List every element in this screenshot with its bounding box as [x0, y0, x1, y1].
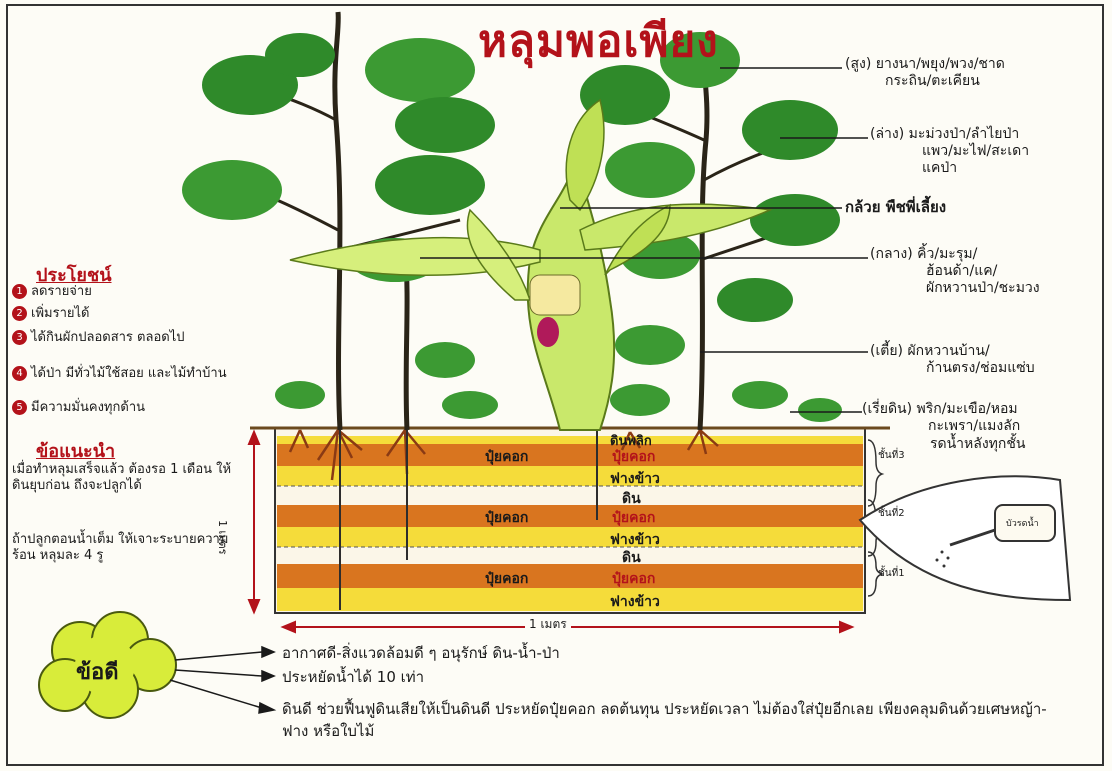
- note-item-2: ถ้าปลูกตอนน้ำเต็ม ให้เจาะระบายความร้อน ห…: [12, 532, 242, 564]
- depth-arrow: [249, 432, 259, 612]
- advantages-heading: ข้อดี: [76, 654, 119, 689]
- benefit-text: ได้ป่า มีทั่วไม้ใช้สอย และไม้ทำบ้าน: [31, 366, 227, 381]
- benefit-text: ได้กินผักปลอดสาร ตลอดไป: [31, 330, 185, 345]
- number-badge: 2: [12, 306, 27, 321]
- layer-straw-1: [277, 588, 863, 611]
- layer-label-manure: ปุ๋ยคอก: [485, 568, 528, 590]
- label-line: แคป่า: [870, 160, 1029, 177]
- layer-label-manure: ปุ๋ยคอก: [485, 507, 528, 529]
- label-line: ผักหวานป่า/ชะมวง: [870, 280, 1040, 297]
- layer-straw-2: [277, 527, 863, 547]
- layer-manure-3: [277, 444, 863, 466]
- layer-manure-1: [277, 564, 863, 588]
- label-ground-plants: (เรี่ยดิน) พริก/มะเขือ/หอม กะเพรา/แมงลัก: [862, 401, 1020, 435]
- layer-tag-1: ชั้นที่1: [878, 566, 905, 581]
- label-line: (เรี่ยดิน) พริก/มะเขือ/หอม: [862, 401, 1020, 418]
- layer-straw-3: [277, 466, 863, 486]
- layer-label-straw: ฟางข้าว: [610, 591, 660, 613]
- depth-label: 1 เมตร: [214, 520, 232, 555]
- notes-heading: ข้อแนะนำ: [36, 436, 115, 465]
- benefit-item: 1 ลดรายจ่าย: [12, 284, 217, 299]
- benefit-text: มีความมั่นคงทุกด้าน: [31, 400, 145, 415]
- number-badge: 1: [12, 284, 27, 299]
- water-note: รดน้ำหลังทุกชั้น: [930, 436, 1025, 453]
- note-item-1: เมื่อทำหลุมเสร็จแล้ว ต้องรอ 1 เดือน ให้ด…: [12, 462, 242, 494]
- page-title: หลุมพอเพียง: [478, 6, 719, 76]
- watering-can-label: บัวรดน้ำ: [1006, 516, 1039, 530]
- layer-manure-2: [277, 505, 863, 527]
- label-middle-plants: (กลาง) คิ้ว/มะรุม/ ฮ้อนด้า/แค/ ผักหวานป่…: [870, 246, 1040, 297]
- benefit-item: 3 ได้กินผักปลอดสาร ตลอดไป: [12, 330, 212, 345]
- number-badge: 3: [12, 330, 27, 345]
- benefit-item: 4 ได้ป่า มีทั่วไม้ใช้สอย และไม้ทำบ้าน: [12, 366, 227, 381]
- label-line: ฮ้อนด้า/แค/: [870, 263, 1040, 280]
- width-label: 1 เมตร: [525, 615, 571, 634]
- label-line: กระถิน/ตะเคียน: [845, 73, 1005, 90]
- label-line: (สูง) ยางนา/พยุง/พวง/ชาด: [845, 56, 1005, 73]
- advantage-item-3: ดินดี ช่วยฟื้นฟูดินเสียให้เป็นดินดี ประห…: [282, 698, 1062, 742]
- pit: [275, 428, 865, 613]
- layer-label-straw: ฟางข้าว: [610, 468, 660, 490]
- label-short-plants: (เตี้ย) ผักหวานบ้าน/ ก้านตรง/ช่อมแซ่บ: [870, 343, 1035, 377]
- benefit-item: 5 มีความมั่นคงทุกด้าน: [12, 400, 227, 415]
- layer-label-manure: ปุ๋ยคอก: [485, 446, 528, 468]
- watering-can-illustration: [860, 476, 1070, 600]
- benefit-text: เพิ่มรายได้: [31, 306, 89, 321]
- layer-tag-3: ชั้นที่3: [878, 448, 905, 463]
- layer-label-manure-red: ปุ๋ยคอก: [612, 568, 655, 590]
- label-low-trees: (ล่าง) มะม่วงป่า/ลำไยป่า แพว/มะไฟ/สะเดา …: [870, 126, 1029, 177]
- layer-tag-2: ชั้นที่2: [878, 506, 905, 521]
- advantage-item-1: อากาศดี-สิ่งแวดล้อมดี ๆ อนุรักษ์ ดิน-น้ำ…: [282, 642, 560, 664]
- benefit-text: ลดรายจ่าย: [31, 284, 92, 299]
- label-banana: กล้วย พืชพี่เลี้ยง: [845, 199, 946, 216]
- label-tall-trees: (สูง) ยางนา/พยุง/พวง/ชาด กระถิน/ตะเคียน: [845, 56, 1005, 90]
- advantage-item-2: ประหยัดน้ำได้ 10 เท่า: [282, 666, 424, 688]
- label-line: กะเพรา/แมงลัก: [862, 418, 1020, 435]
- banana-blossom: [537, 317, 559, 347]
- label-line: (ล่าง) มะม่วงป่า/ลำไยป่า: [870, 126, 1029, 143]
- banana-bunch: [530, 275, 580, 315]
- layer-soil-1: [277, 548, 863, 564]
- label-line: แพว/มะไฟ/สะเดา: [870, 143, 1029, 160]
- number-badge: 4: [12, 366, 27, 381]
- advantage-arrows: [170, 647, 274, 713]
- layer-label-soil: ดิน: [622, 547, 641, 569]
- layer-label-manure-red: ปุ๋ยคอก: [612, 446, 655, 468]
- label-line: ก้านตรง/ช่อมแซ่บ: [870, 360, 1035, 377]
- layer-label-manure-red: ปุ๋ยคอก: [612, 507, 655, 529]
- number-badge: 5: [12, 400, 27, 415]
- label-line: (กลาง) คิ้ว/มะรุม/: [870, 246, 1040, 263]
- layer-topsoil: [277, 436, 863, 444]
- layer-soil-2: [277, 487, 863, 505]
- banana-plant: [290, 100, 770, 430]
- label-line: (เตี้ย) ผักหวานบ้าน/: [870, 343, 1035, 360]
- benefit-item: 2 เพิ่มรายได้: [12, 306, 217, 321]
